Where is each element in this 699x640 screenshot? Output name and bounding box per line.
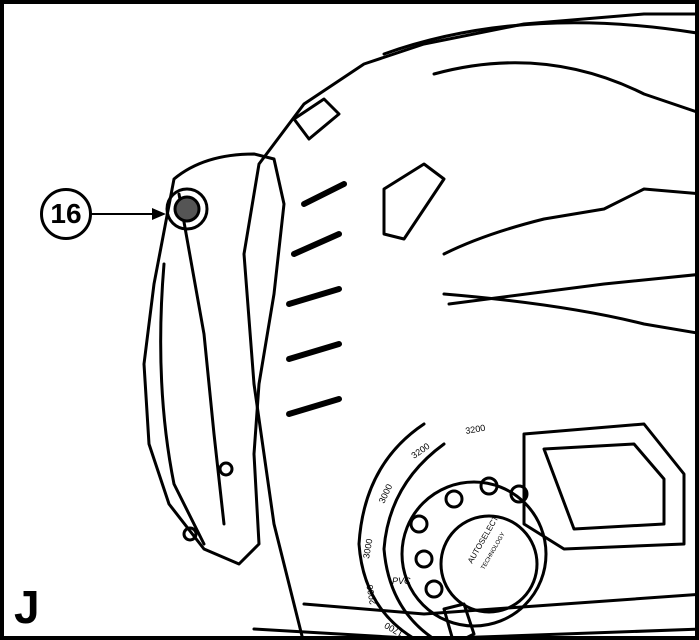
dust-port-inner — [173, 195, 201, 223]
knob-brand-label: AUTOSELECT — [466, 514, 500, 565]
motor-box — [522, 422, 686, 551]
knob-tab-5 — [479, 476, 499, 496]
base-plate — [302, 593, 695, 616]
grip-ridge-1 — [301, 181, 347, 207]
dial-speed-1: 3200 — [465, 423, 486, 436]
screw-2 — [182, 526, 198, 542]
dial-speed-4: 3000 — [361, 538, 374, 559]
handle-grip-edge — [442, 187, 695, 256]
handle-inner-curve — [432, 61, 695, 113]
handle-body — [242, 12, 695, 636]
dial-speed-5: 2000 — [365, 584, 378, 605]
motor-housing — [442, 292, 695, 335]
panel-letter: J — [14, 581, 40, 633]
jigsaw-illustration: 3200 3200 3000 3000 2000 1700 800 PVC AU… — [91, 12, 695, 636]
motor-box-inner — [542, 442, 666, 531]
front-housing-inner — [177, 192, 226, 526]
front-housing — [142, 152, 286, 566]
base-plate-lower — [252, 627, 695, 636]
knob-tab-6 — [509, 484, 529, 504]
grip-ridge-3 — [286, 286, 342, 307]
speed-knob-inner — [439, 514, 539, 614]
grip-ridge-2 — [291, 231, 342, 257]
speed-knob-outer — [400, 480, 548, 628]
trigger — [382, 162, 446, 241]
dial-speed-3: 3000 — [377, 482, 395, 504]
callout-16: 16 — [40, 188, 92, 240]
knob-tab-1 — [409, 514, 429, 534]
front-edge — [159, 262, 206, 546]
top-latch — [292, 97, 341, 141]
knob-tab-2 — [414, 549, 434, 569]
screw-1 — [218, 461, 234, 477]
dust-port-outer — [165, 187, 209, 231]
knob-tab-3 — [424, 579, 444, 599]
grip-ridge-5 — [286, 396, 342, 417]
grip-ridge-4 — [286, 341, 342, 362]
knob-lever — [442, 602, 476, 636]
dial-ring-inner — [382, 442, 446, 636]
dial-ring-outer — [357, 422, 426, 636]
callout-arrowhead — [152, 208, 166, 220]
knob-tab-4 — [444, 489, 464, 509]
handle-top-curve — [382, 21, 695, 56]
handle-lower — [447, 273, 695, 306]
dial-material-label: PVC — [392, 576, 411, 586]
